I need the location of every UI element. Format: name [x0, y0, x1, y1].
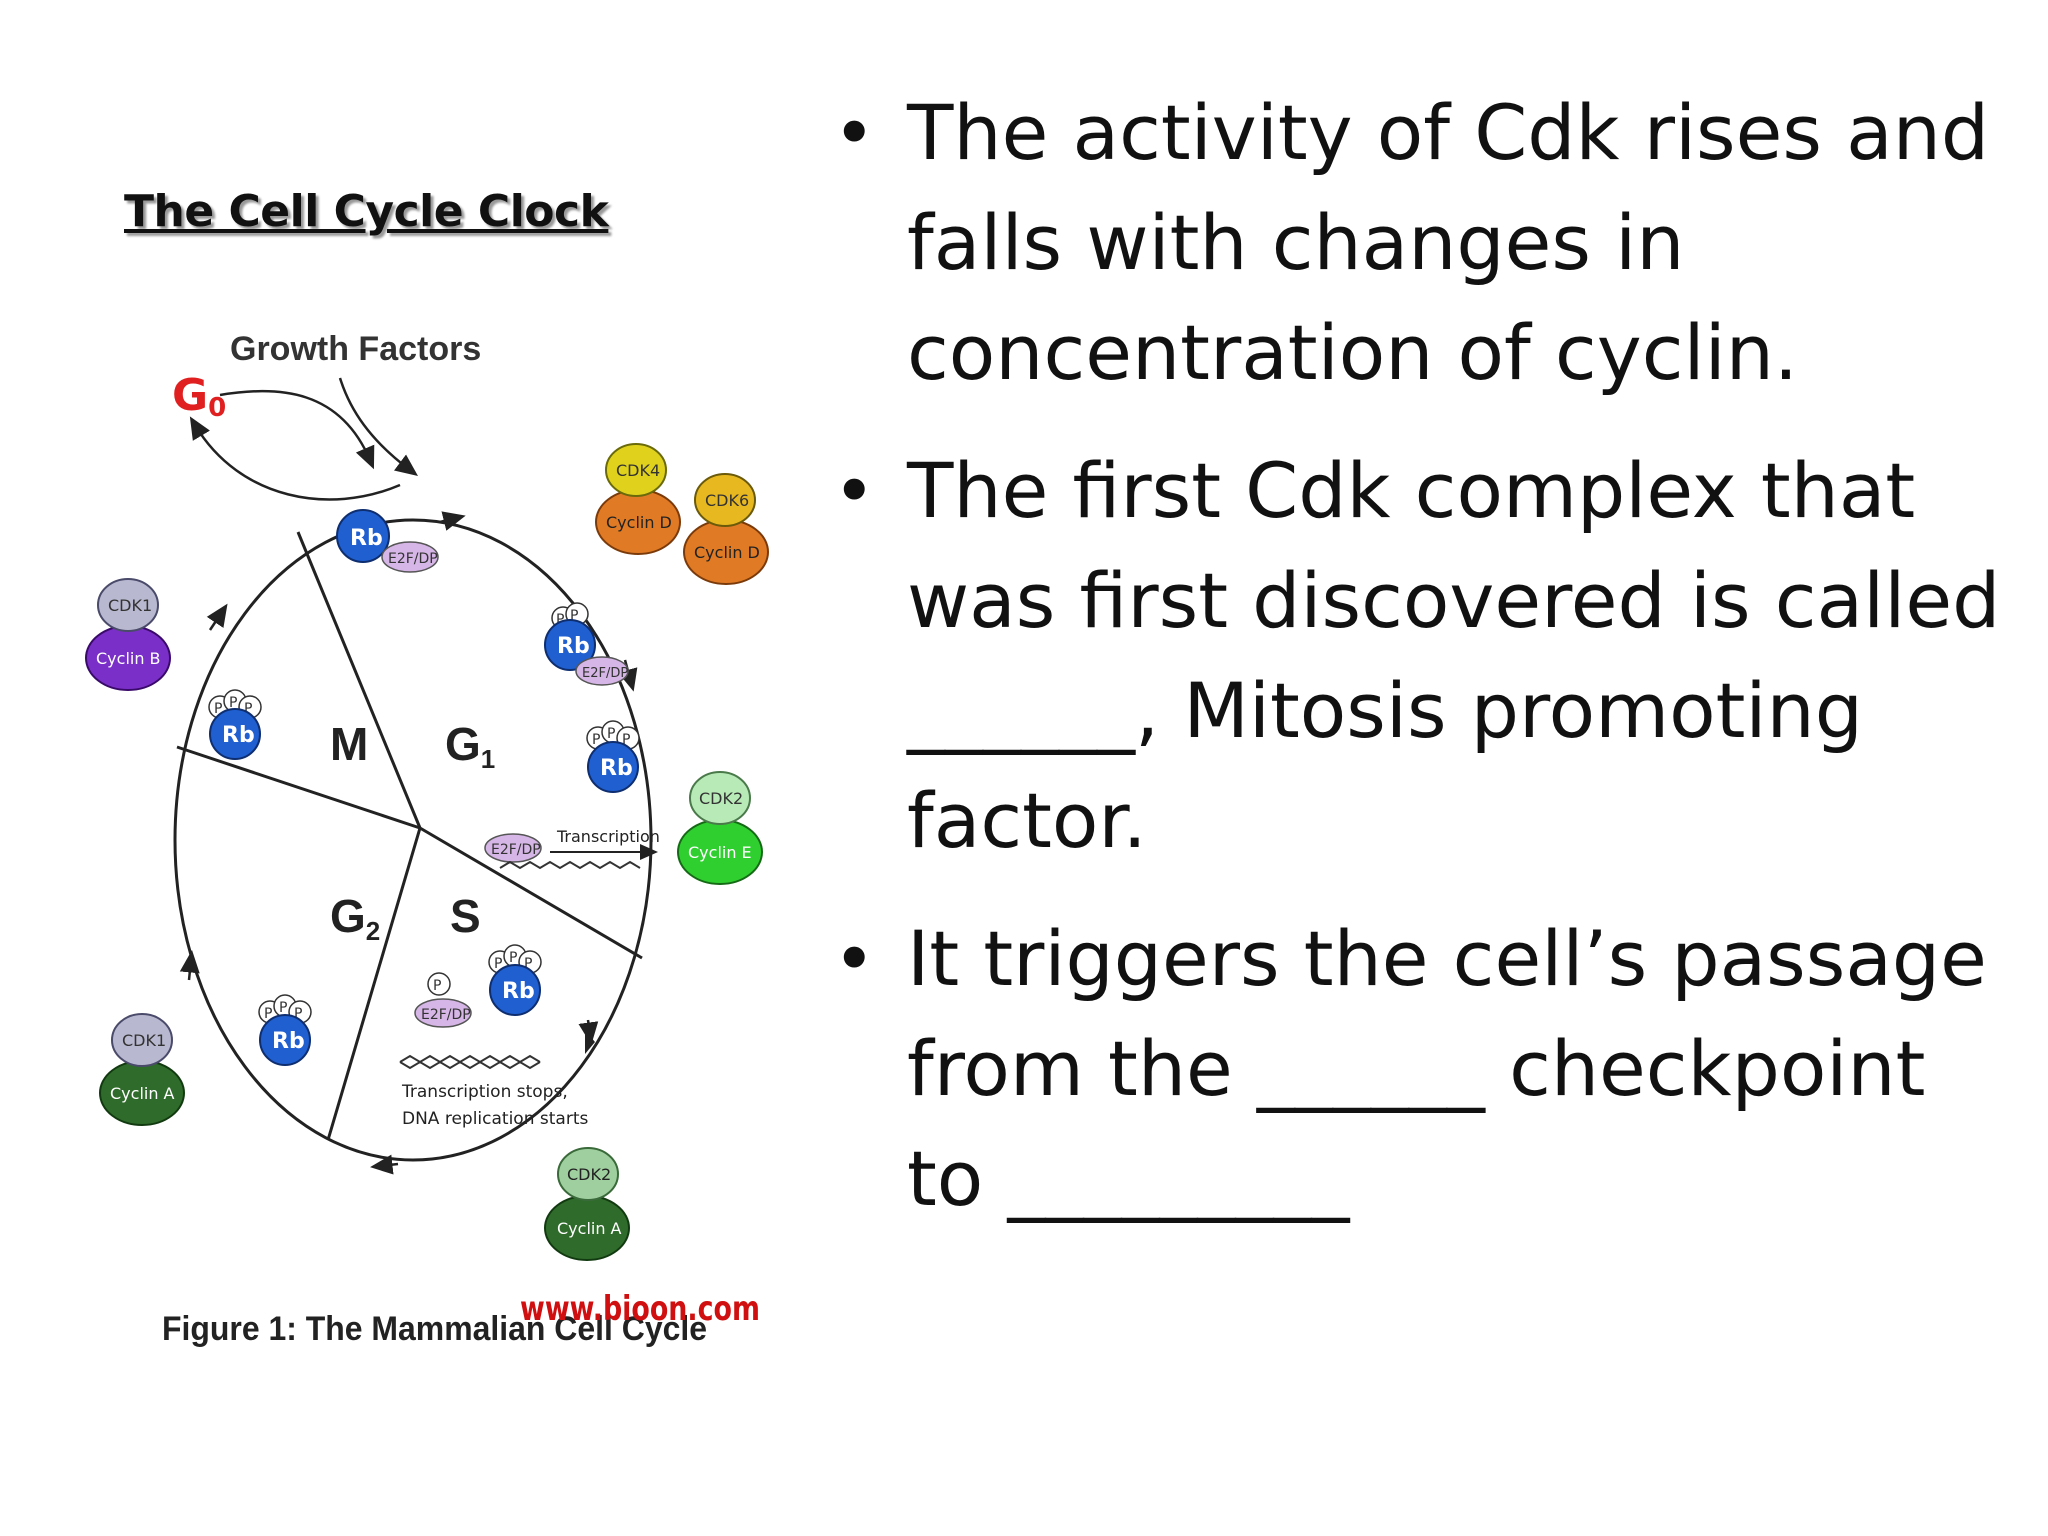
p-label: P [556, 612, 564, 628]
growth-factors-label: Growth Factors [230, 330, 481, 368]
e2f-label: E2F/DP [491, 842, 541, 858]
e2f-label: E2F/DP [421, 1007, 471, 1023]
bullet-list: • The activity of Cdk rises and falls wi… [815, 78, 2025, 1262]
p-label: P [509, 950, 517, 966]
p-label: P [294, 1006, 302, 1022]
phase-g2-label: G2 [330, 890, 380, 946]
bullet-text: It triggers the cell’s passage from the … [907, 914, 1987, 1223]
p-label: P [244, 701, 252, 717]
growth-factors-arrow [338, 377, 418, 477]
rb-complex-g1-top: Rb E2F/DP [336, 509, 439, 573]
divider-m-g2 [176, 745, 421, 830]
rb-label: Rb [272, 1029, 305, 1054]
cyclin-e-label: Cyclin E [688, 843, 752, 862]
ring-arrow-upper-left [206, 603, 228, 631]
s-phase-note: Transcription stops, DNA replication sta… [399, 1030, 595, 1129]
bullet-marker: • [833, 91, 876, 175]
ring-arrow-bottom [370, 1154, 399, 1175]
cdk6-label: CDK6 [705, 491, 749, 510]
cdk1-label: CDK1 [108, 596, 152, 615]
cdk4-label: CDK4 [616, 461, 660, 480]
transcription-label: Transcription [556, 827, 660, 846]
cdk4-cyclin-d-complex: CDK4 Cyclin D [595, 443, 681, 555]
watermark: www.bioon.com [520, 1289, 760, 1329]
cyclin-a-label: Cyclin A [557, 1219, 622, 1238]
rb-complex-g2: P P P Rb [258, 994, 312, 1066]
cdk1-label: CDK1 [122, 1031, 166, 1050]
bullet-marker: • [833, 917, 876, 1001]
e2f-transcription: E2F/DP Transcription [484, 827, 660, 870]
p-label: P [494, 956, 502, 972]
divider-m-g1 [296, 531, 422, 829]
p-label: P [622, 732, 630, 748]
cyclin-a-label: Cyclin A [110, 1084, 175, 1103]
bullet-text: The first Cdk complex that was first dis… [907, 446, 2001, 865]
rb-complex-m: P P P Rb [208, 689, 262, 760]
rb-label: Rb [600, 756, 633, 781]
cdk2-cyclin-e-complex: CDK2 Cyclin E [677, 771, 763, 885]
g0-arrow-out [219, 389, 375, 470]
p-label: P [570, 608, 578, 624]
rb-label: Rb [350, 526, 383, 551]
slide-title: The Cell Cycle Clock [124, 186, 609, 237]
rb-complex-g1-hyperphosphorylated: P P P Rb [586, 720, 640, 793]
rb-label: Rb [557, 634, 590, 659]
e2f-label: E2F/DP [388, 551, 438, 567]
p-label: P [279, 1000, 287, 1016]
phase-m-label: M [330, 718, 368, 770]
cdk1-cyclin-a-complex: CDK1 Cyclin A [99, 1013, 185, 1126]
cdk1-cyclin-b-complex: CDK1 Cyclin B [85, 578, 171, 691]
p-label: P [214, 701, 222, 717]
phase-s-label: S [450, 890, 481, 942]
figure-caption: Figure 1: The Mammalian Cell Cycle [162, 1310, 707, 1348]
ring-arrow-top [439, 511, 466, 531]
p-label: P [607, 726, 615, 742]
p-label: P [433, 978, 441, 994]
cyclin-d-label: Cyclin D [694, 543, 760, 562]
p-label: P [229, 695, 237, 711]
cyclin-d-label: Cyclin D [606, 513, 672, 532]
p-label: P [264, 1006, 272, 1022]
s-note-line1: Transcription stops, [401, 1082, 568, 1102]
bullet-item: • It triggers the cell’s passage from th… [815, 904, 2025, 1234]
rb-label: Rb [502, 979, 535, 1004]
p-label: P [524, 956, 532, 972]
divider-s-g2 [326, 827, 422, 1141]
cell-cycle-diagram: Growth Factors G0 M G1 G2 S [85, 330, 769, 1348]
divider-g1-s [419, 826, 643, 960]
cdk2-label: CDK2 [567, 1165, 611, 1184]
g0-label: G0 [172, 370, 226, 423]
cyclin-b-label: Cyclin B [96, 649, 161, 668]
cdk6-cyclin-d-complex: CDK6 Cyclin D [683, 473, 769, 585]
rb-complex-g1-phosphorylated: P P Rb E2F/DP [544, 602, 629, 686]
cdk2-label: CDK2 [699, 789, 743, 808]
s-note-line2: DNA replication starts [402, 1109, 588, 1129]
ring-arrow-left [179, 950, 200, 981]
cell-cycle-ring [173, 518, 653, 1162]
phase-g1-label: G1 [445, 718, 495, 774]
cdk2-cyclin-a-complex: CDK2 Cyclin A [544, 1147, 630, 1261]
rb-complex-s: P P P Rb P E2F/DP [414, 944, 542, 1028]
rb-label: Rb [222, 723, 255, 748]
e2f-label: E2F/DP [582, 666, 628, 681]
bullet-marker: • [833, 449, 876, 533]
bullet-item: • The first Cdk complex that was first d… [815, 436, 2025, 876]
bullet-item: • The activity of Cdk rises and falls wi… [815, 78, 2025, 408]
bullet-text: The activity of Cdk rises and falls with… [907, 88, 1990, 397]
g0-arrow-return [189, 416, 401, 501]
cell-cycle-figure: Growth Factors G0 M G1 G2 S [80, 300, 800, 1380]
ring-arrow-lower-right [578, 1019, 599, 1045]
p-label: P [592, 732, 600, 748]
